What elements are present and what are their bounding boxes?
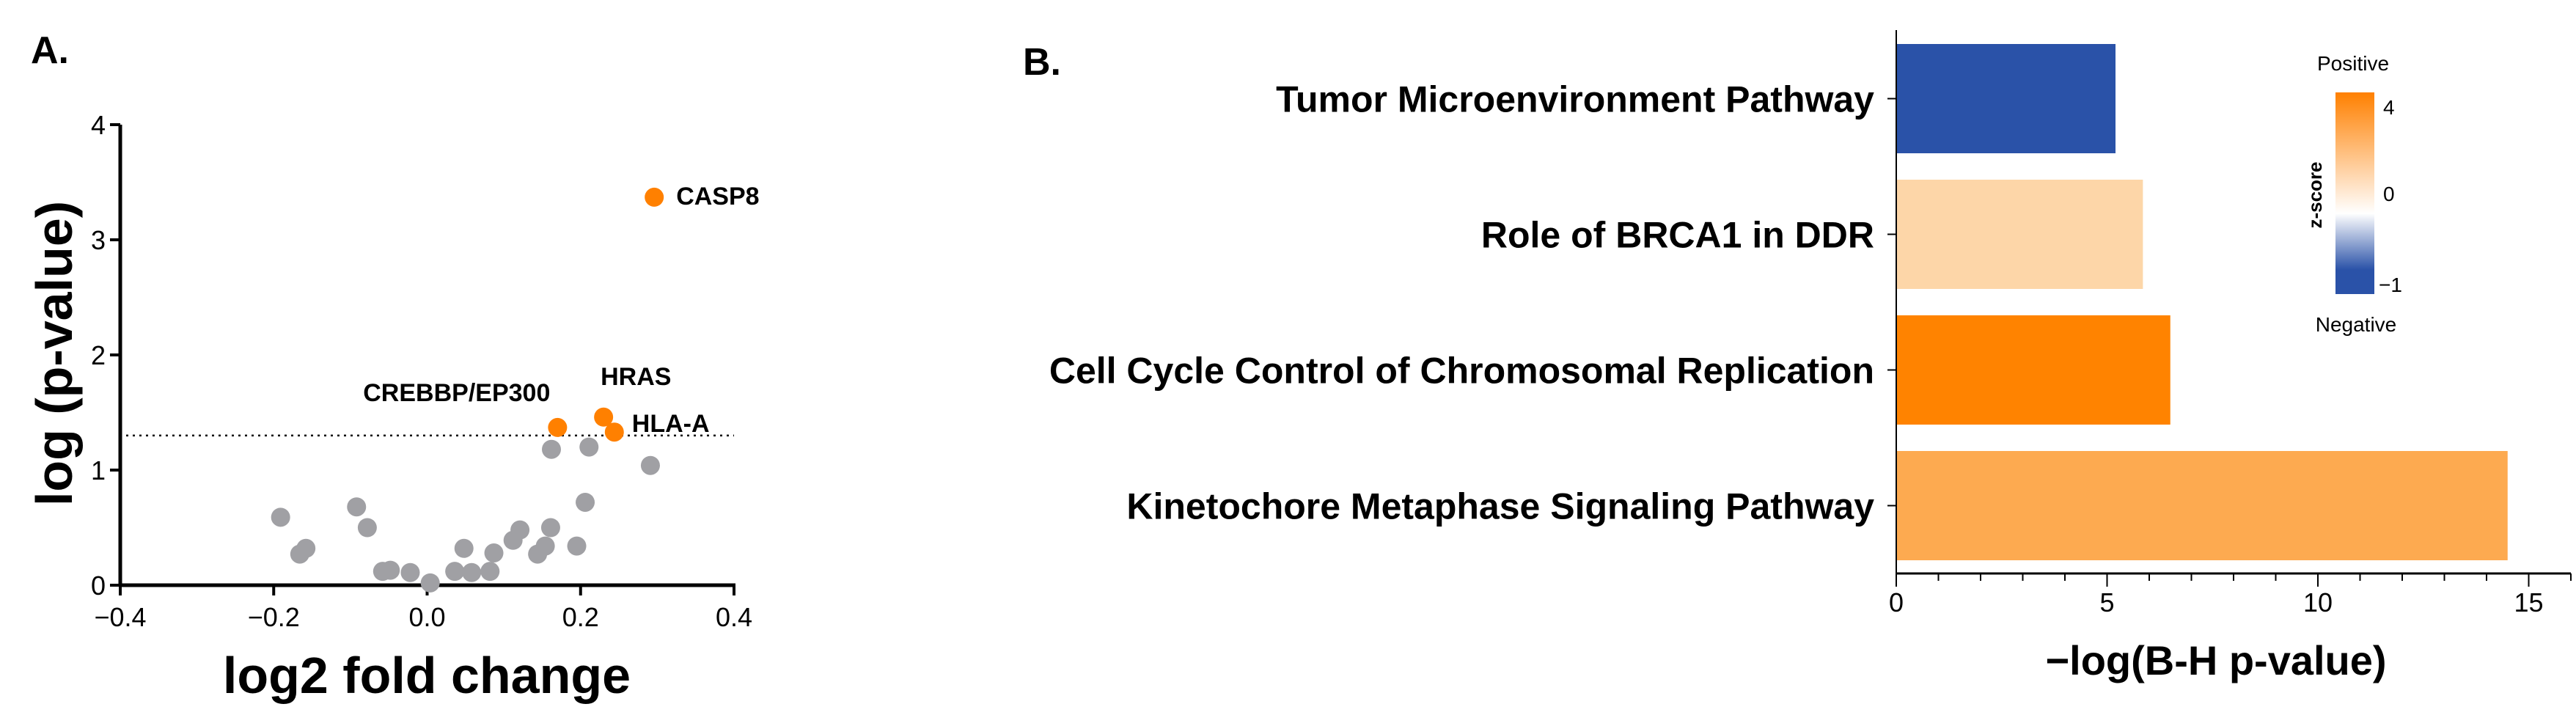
data-point xyxy=(535,536,555,556)
data-point xyxy=(296,538,316,558)
x-tick-label: 15 xyxy=(2514,587,2543,617)
data-point xyxy=(400,562,420,582)
x-tick-label: −0.4 xyxy=(94,602,146,632)
data-point xyxy=(347,497,367,517)
data-point xyxy=(480,562,500,582)
category-label: Cell Cycle Control of Chromosomal Replic… xyxy=(1049,351,1874,392)
colorbar-tick: −1 xyxy=(2379,274,2402,296)
x-axis-title: −log(B-H p-value) xyxy=(2045,637,2386,683)
panel-label-a: A. xyxy=(31,29,69,72)
x-tick-label: 5 xyxy=(2099,587,2114,617)
data-point xyxy=(445,562,465,582)
data-point xyxy=(576,492,595,512)
data-point xyxy=(510,520,530,540)
data-point xyxy=(541,439,561,459)
bar xyxy=(1896,315,2170,425)
bar xyxy=(1896,451,2508,560)
gene-label: HRAS xyxy=(601,363,671,391)
significant-data-point xyxy=(645,187,664,207)
colorbar-tick: 4 xyxy=(2383,96,2395,119)
data-point xyxy=(420,573,440,593)
gene-label: HLA-A xyxy=(632,410,710,438)
gene-label: CASP8 xyxy=(676,183,759,210)
y-axis-title: log (p-value) xyxy=(26,201,83,506)
data-point xyxy=(454,538,474,558)
gene-label: CREBBP/EP300 xyxy=(363,379,550,407)
data-point xyxy=(640,455,660,475)
significant-data-point xyxy=(594,407,614,427)
volcano-plot: A. log (p-value) log2 fold change 0 1 2 3 4 −… xyxy=(26,29,760,704)
zscore-colorbar: Positive Negative 4 0 −1 z-score xyxy=(2304,52,2402,336)
x-tick-label: −0.2 xyxy=(248,602,300,632)
x-tick-label: 0.2 xyxy=(562,602,599,632)
significant-data-point xyxy=(604,422,624,442)
x-tick-label: 10 xyxy=(2303,587,2333,617)
x-tick-label: 0.4 xyxy=(716,602,752,632)
data-point xyxy=(484,543,504,563)
data-point xyxy=(271,507,290,527)
y-tick-label: 0 xyxy=(91,571,106,601)
category-label: Tumor Microenvironment Pathway xyxy=(1276,79,1874,120)
colorbar-top-label: Positive xyxy=(2317,52,2389,75)
y-tick-label: 2 xyxy=(91,340,106,370)
bar xyxy=(1896,180,2143,289)
x-axis-title: log2 fold change xyxy=(223,647,631,704)
pathway-bar-chart: B. −log(B-H p-value) Tumor Microenvironm… xyxy=(1023,30,2572,683)
data-point xyxy=(381,560,400,580)
category-label: Role of BRCA1 in DDR xyxy=(1481,215,1874,256)
data-point xyxy=(567,536,587,556)
data-point xyxy=(462,562,482,582)
category-label: Kinetochore Metaphase Signaling Pathway xyxy=(1126,486,1874,527)
colorbar-gradient xyxy=(2335,92,2374,294)
data-point xyxy=(579,437,599,457)
significant-data-point xyxy=(548,417,568,437)
colorbar-tick: 0 xyxy=(2383,183,2395,205)
colorbar-bottom-label: Negative xyxy=(2316,313,2397,336)
bar xyxy=(1896,44,2116,153)
x-tick-label: 0 xyxy=(1889,587,1904,617)
y-tick-label: 1 xyxy=(91,455,106,485)
data-point xyxy=(357,518,377,538)
panel-label-b: B. xyxy=(1023,41,1061,84)
data-point xyxy=(540,518,560,538)
y-tick-label: 4 xyxy=(91,110,106,140)
x-tick-label: 0.0 xyxy=(408,602,445,632)
y-tick-label: 3 xyxy=(91,225,106,255)
colorbar-title: z-score xyxy=(2304,161,2326,228)
